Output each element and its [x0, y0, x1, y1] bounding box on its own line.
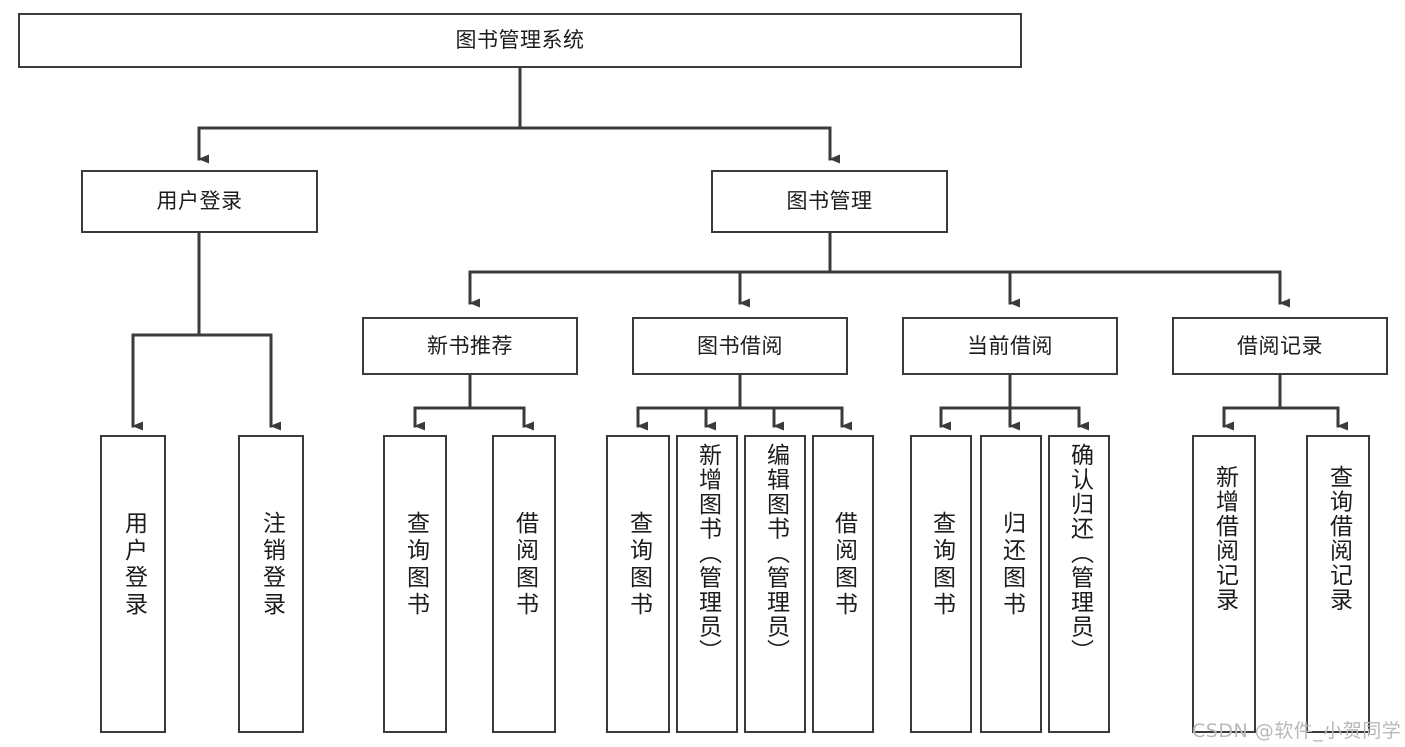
node-leaf-edit-book-label: 编辑图书（管理员） — [762, 443, 789, 664]
node-leaf-add-record-label: 新增借阅记录 — [1211, 465, 1238, 612]
node-leaf-query-book-3[interactable]: 查询图书 — [910, 435, 972, 733]
node-leaf-query-book-1[interactable]: 查询图书 — [383, 435, 447, 733]
node-leaf-borrow-book-1[interactable]: 借阅图书 — [492, 435, 556, 733]
node-leaf-confirm-return-label: 确认归还（管理员） — [1066, 443, 1093, 664]
node-book-management[interactable]: 图书管理 — [711, 170, 948, 233]
node-leaf-add-record[interactable]: 新增借阅记录 — [1192, 435, 1256, 733]
node-leaf-query-book-2[interactable]: 查询图书 — [606, 435, 670, 733]
node-leaf-user-login[interactable]: 用户登录 — [100, 435, 166, 733]
node-leaf-user-login-label: 用户登录 — [120, 511, 147, 619]
node-book-borrow[interactable]: 图书借阅 — [632, 317, 848, 375]
node-user-login[interactable]: 用户登录 — [81, 170, 318, 233]
node-leaf-add-book[interactable]: 新增图书（管理员） — [676, 435, 738, 733]
node-current-borrow[interactable]: 当前借阅 — [902, 317, 1118, 375]
node-leaf-query-book-3-label: 查询图书 — [928, 511, 955, 619]
node-new-book-recommend[interactable]: 新书推荐 — [362, 317, 578, 375]
node-leaf-query-book-1-label: 查询图书 — [402, 511, 429, 619]
node-leaf-return-book-label: 归还图书 — [998, 511, 1025, 619]
node-root-label: 图书管理系统 — [455, 28, 585, 53]
node-leaf-query-record[interactable]: 查询借阅记录 — [1306, 435, 1370, 733]
node-new-book-recommend-label: 新书推荐 — [427, 333, 513, 358]
node-leaf-logout-login-label: 注销登录 — [258, 511, 285, 619]
node-leaf-query-book-2-label: 查询图书 — [625, 511, 652, 619]
node-leaf-confirm-return[interactable]: 确认归还（管理员） — [1048, 435, 1110, 733]
node-user-login-label: 用户登录 — [156, 189, 243, 214]
node-leaf-borrow-book-2-label: 借阅图书 — [830, 511, 857, 619]
node-leaf-borrow-book-2[interactable]: 借阅图书 — [812, 435, 874, 733]
node-leaf-add-book-label: 新增图书（管理员） — [694, 443, 721, 664]
node-current-borrow-label: 当前借阅 — [967, 333, 1053, 358]
node-leaf-query-record-label: 查询借阅记录 — [1325, 465, 1352, 612]
node-borrow-record-label: 借阅记录 — [1237, 333, 1323, 358]
node-borrow-record[interactable]: 借阅记录 — [1172, 317, 1388, 375]
node-leaf-logout-login[interactable]: 注销登录 — [238, 435, 304, 733]
node-root[interactable]: 图书管理系统 — [18, 13, 1022, 68]
node-leaf-borrow-book-1-label: 借阅图书 — [511, 511, 538, 619]
node-leaf-return-book[interactable]: 归还图书 — [980, 435, 1042, 733]
node-leaf-edit-book[interactable]: 编辑图书（管理员） — [744, 435, 806, 733]
node-book-borrow-label: 图书借阅 — [697, 333, 783, 358]
csdn-watermark: CSDN @软件_小贺同学 — [1192, 720, 1402, 742]
node-book-management-label: 图书管理 — [786, 189, 873, 214]
